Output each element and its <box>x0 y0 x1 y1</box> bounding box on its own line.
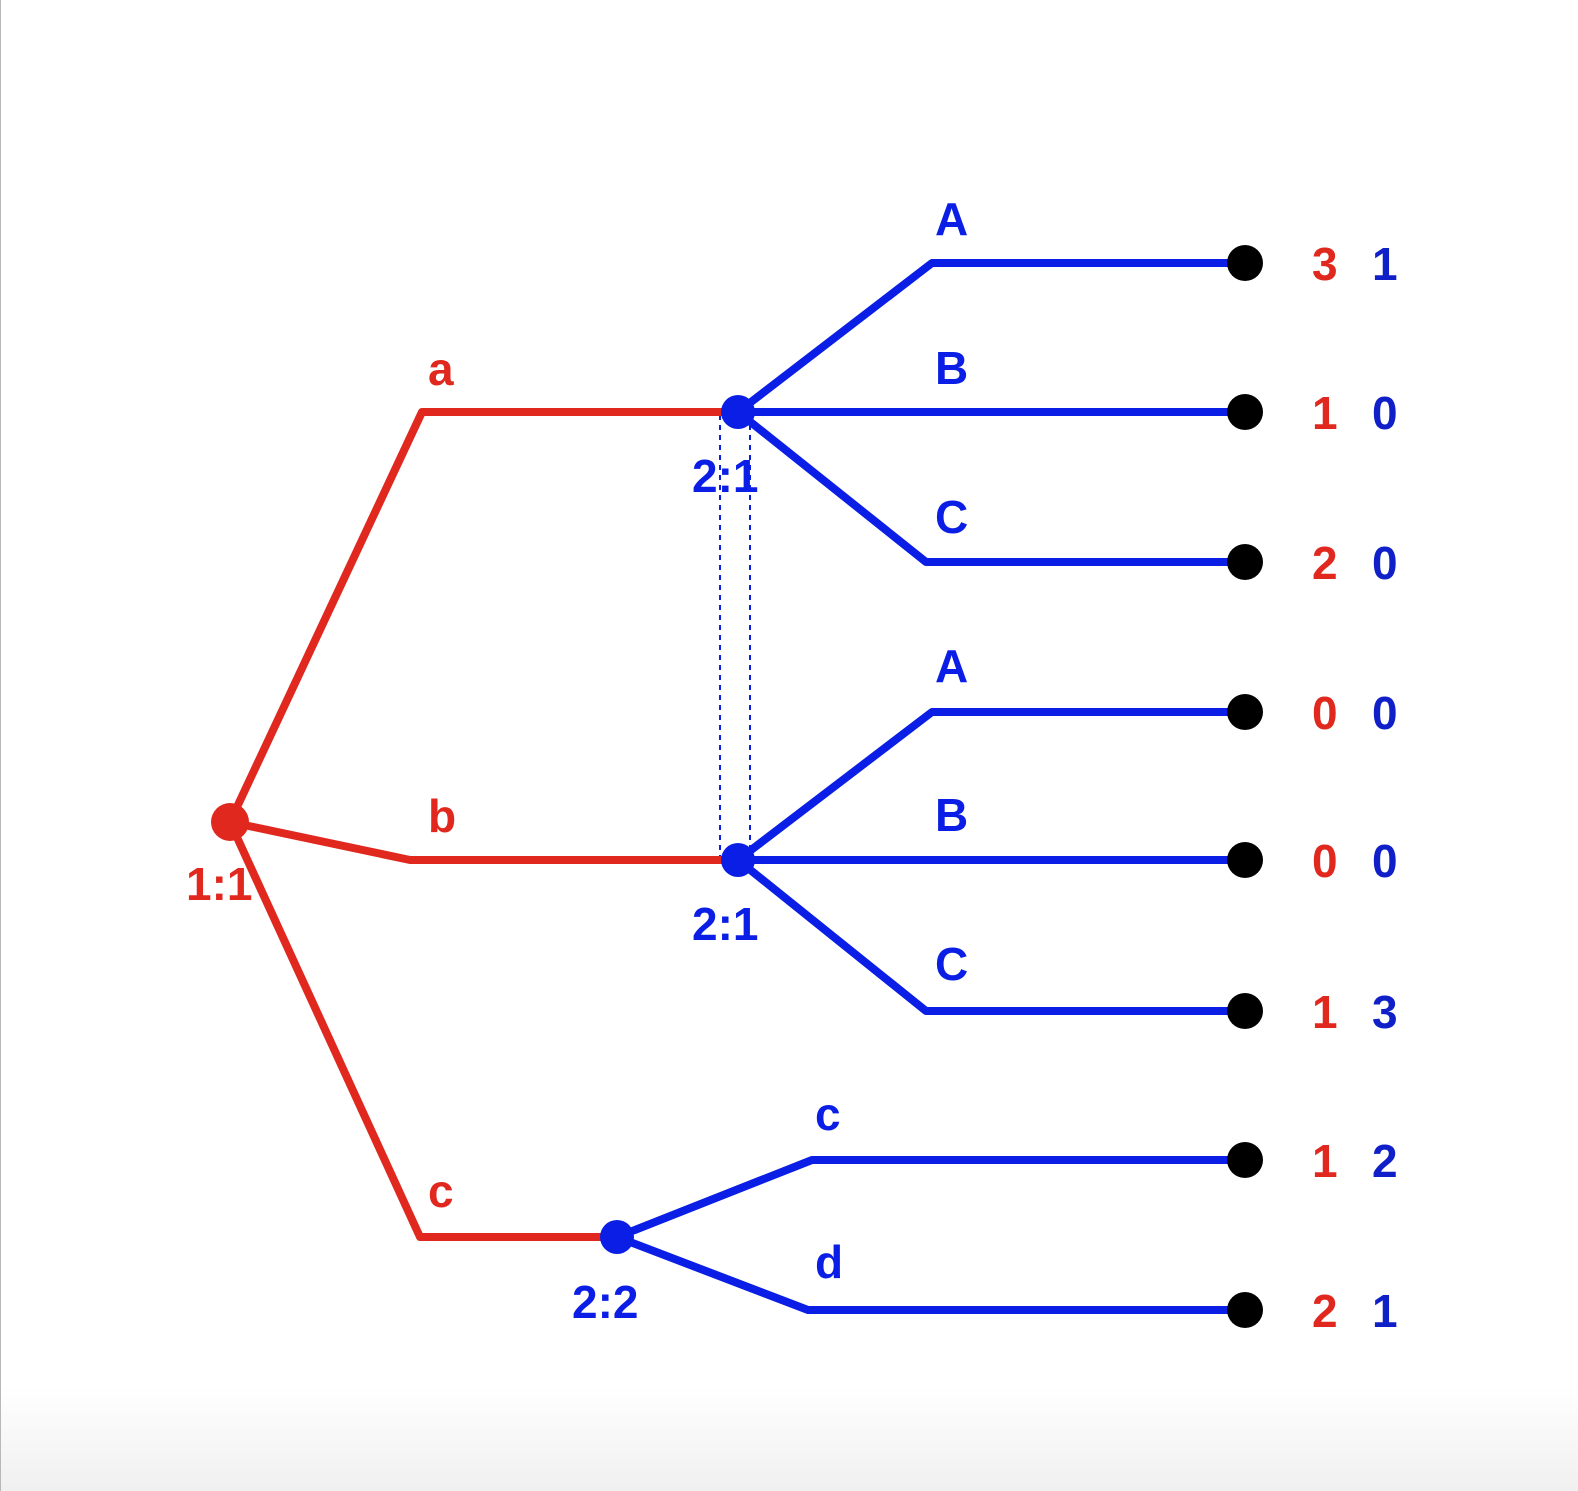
branch-b <box>229 818 738 864</box>
action-label-a: a <box>428 343 454 395</box>
node-label-2-1-upper: 2:1 <box>692 450 758 502</box>
decision-node-2-1-upper[interactable] <box>721 395 755 429</box>
payoff-p1: 1 <box>1312 986 1338 1038</box>
branch-b-C <box>735 856 1245 1015</box>
root-node-label: 1:1 <box>186 858 252 910</box>
branch-c <box>226 820 617 1241</box>
root-node[interactable] <box>211 803 249 841</box>
decision-node-2-2[interactable] <box>600 1220 634 1254</box>
action-label-b: b <box>428 790 456 842</box>
decision-node-2-1-lower[interactable] <box>721 843 755 877</box>
payoff-p2: 1 <box>1372 238 1398 290</box>
action-label-c-lower: c <box>815 1088 841 1140</box>
payoffs: 3 1 1 0 2 0 0 0 0 0 1 3 1 2 2 1 <box>1312 238 1398 1337</box>
terminal-node[interactable] <box>1227 394 1263 430</box>
payoff-p1: 2 <box>1312 537 1338 589</box>
terminal-node[interactable] <box>1227 544 1263 580</box>
branch-a-C <box>735 408 1245 566</box>
payoff-p2: 3 <box>1372 986 1398 1038</box>
branch-b-A <box>735 708 1245 864</box>
player2-branches <box>615 259 1245 1314</box>
branch-a <box>226 408 738 824</box>
player1-branches <box>226 408 738 1241</box>
node-label-2-2: 2:2 <box>572 1276 638 1328</box>
payoff-p2: 0 <box>1372 387 1398 439</box>
payoff-p1: 1 <box>1312 387 1338 439</box>
action-label-B-upper: B <box>935 342 968 394</box>
information-set-connector <box>719 415 751 860</box>
payoff-p1: 3 <box>1312 238 1338 290</box>
terminal-node[interactable] <box>1227 842 1263 878</box>
payoff-p2: 0 <box>1372 537 1398 589</box>
action-label-c: c <box>428 1165 454 1217</box>
terminal-node[interactable] <box>1227 694 1263 730</box>
action-label-A-upper: A <box>935 193 968 245</box>
payoff-p1: 0 <box>1312 835 1338 887</box>
branch-c-c <box>615 1156 1245 1241</box>
payoff-p2: 2 <box>1372 1135 1398 1187</box>
terminal-node[interactable] <box>1227 245 1263 281</box>
action-label-d: d <box>815 1236 843 1288</box>
payoff-p1: 2 <box>1312 1285 1338 1337</box>
terminal-node[interactable] <box>1227 1142 1263 1178</box>
node-label-2-1-lower: 2:1 <box>692 898 758 950</box>
payoff-p1: 1 <box>1312 1135 1338 1187</box>
action-label-C-upper: C <box>935 491 968 543</box>
branch-c-d <box>615 1233 1245 1314</box>
terminal-node[interactable] <box>1227 993 1263 1029</box>
action-label-B-lower: B <box>935 789 968 841</box>
payoff-p2: 0 <box>1372 835 1398 887</box>
terminal-node[interactable] <box>1227 1292 1263 1328</box>
action-label-C-lower: C <box>935 938 968 990</box>
payoff-p2: 1 <box>1372 1285 1398 1337</box>
payoff-p1: 0 <box>1312 687 1338 739</box>
action-label-A-lower: A <box>935 640 968 692</box>
payoff-p2: 0 <box>1372 687 1398 739</box>
branch-a-A <box>735 259 1245 416</box>
terminal-nodes <box>1227 245 1263 1328</box>
